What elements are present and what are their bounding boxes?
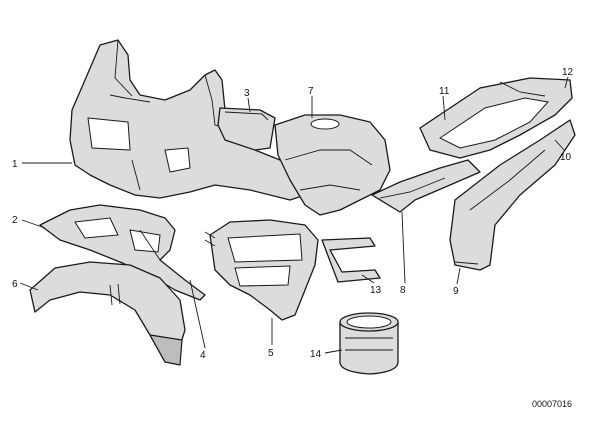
part-seat-cowl	[419, 77, 573, 159]
callout-14: 14	[310, 349, 322, 360]
part-inner-frame	[39, 204, 206, 301]
callout-12: 12	[562, 67, 574, 78]
callout-3: 3	[244, 88, 250, 99]
callout-2: 2	[12, 215, 18, 226]
part-windshield-panel	[217, 107, 276, 151]
callout-11: 11	[439, 86, 450, 97]
callout-6: 6	[12, 279, 18, 290]
part-centre-cover	[204, 219, 319, 321]
part-trim-strip	[321, 237, 381, 283]
leader-lines	[19, 76, 569, 354]
callout-1: 1	[12, 159, 18, 170]
part-mudguard	[29, 261, 186, 366]
document-number: 00007016	[532, 399, 572, 409]
part-oil-filter	[339, 312, 399, 375]
part-fairing	[69, 39, 306, 201]
callout-10: 10	[560, 152, 572, 163]
callout-8: 8	[400, 285, 406, 296]
callout-9: 9	[453, 286, 459, 297]
callout-7: 7	[308, 86, 314, 97]
part-side-strip	[371, 159, 481, 213]
part-tank-cover	[274, 114, 391, 216]
callout-4: 4	[200, 350, 206, 361]
callout-13: 13	[370, 285, 382, 296]
part-rear-side-panel	[449, 119, 576, 271]
callout-5: 5	[268, 348, 274, 359]
